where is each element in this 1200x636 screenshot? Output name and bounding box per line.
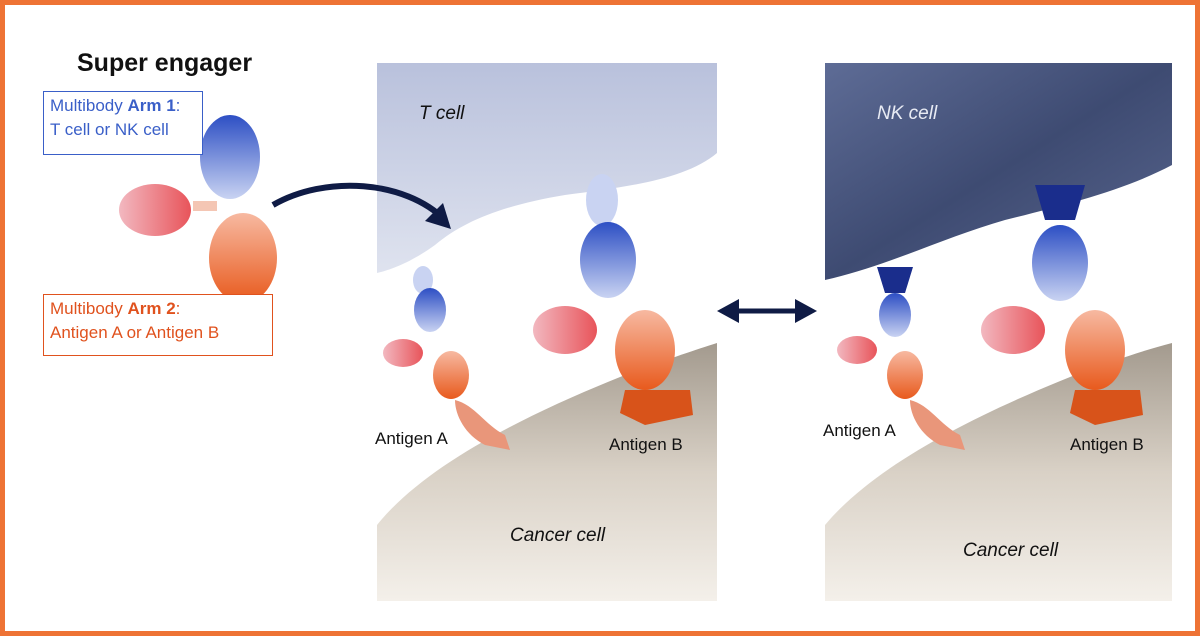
left-panel: [271, 63, 717, 601]
arm2-suffix: :: [175, 299, 181, 318]
arm1-line2: T cell or NK cell: [50, 120, 169, 139]
t-cell-membrane: [377, 63, 717, 273]
antigen-a-label-left: Antigen A: [375, 429, 448, 448]
arm2-bold: Arm 2: [127, 299, 176, 318]
cancer-cell-membrane-left: [377, 343, 717, 601]
antigen-b-label-right: Antigen B: [1070, 435, 1144, 454]
right-panel: [825, 63, 1172, 601]
antigen-a-label-right: Antigen A: [823, 421, 896, 440]
arm2-line2: Antigen A or Antigen B: [50, 323, 220, 342]
antigen-b-label-left: Antigen B: [609, 435, 683, 454]
multibody-large-left: [533, 174, 693, 425]
nk-cell-label: NK cell: [877, 103, 938, 124]
arm1-label-box: Multibody Arm 1: T cell or NK cell: [43, 91, 203, 155]
super-engager-molecule: [119, 115, 277, 303]
page-title: Super engager: [77, 49, 253, 77]
multibody-large-right: [981, 185, 1143, 425]
nk-cell-membrane: [825, 63, 1172, 280]
multibody-small-right: [837, 267, 965, 450]
arm2-prefix: Multibody: [50, 299, 128, 318]
arm1-bold: Arm 1: [127, 96, 176, 115]
double-arrow: [717, 299, 817, 323]
cancer-cell-label-left: Cancer cell: [510, 525, 606, 546]
arm1-suffix: :: [175, 96, 181, 115]
arm2-label-box: Multibody Arm 2: Antigen A or Antigen B: [43, 294, 273, 356]
curved-arrow: [271, 182, 448, 223]
multibody-small-left: [383, 266, 510, 450]
t-cell-label: T cell: [419, 103, 465, 124]
cancer-cell-label-right: Cancer cell: [963, 540, 1059, 561]
illustration: [119, 63, 1172, 601]
cancer-cell-membrane-right: [825, 343, 1172, 601]
arm1-prefix: Multibody: [50, 96, 128, 115]
